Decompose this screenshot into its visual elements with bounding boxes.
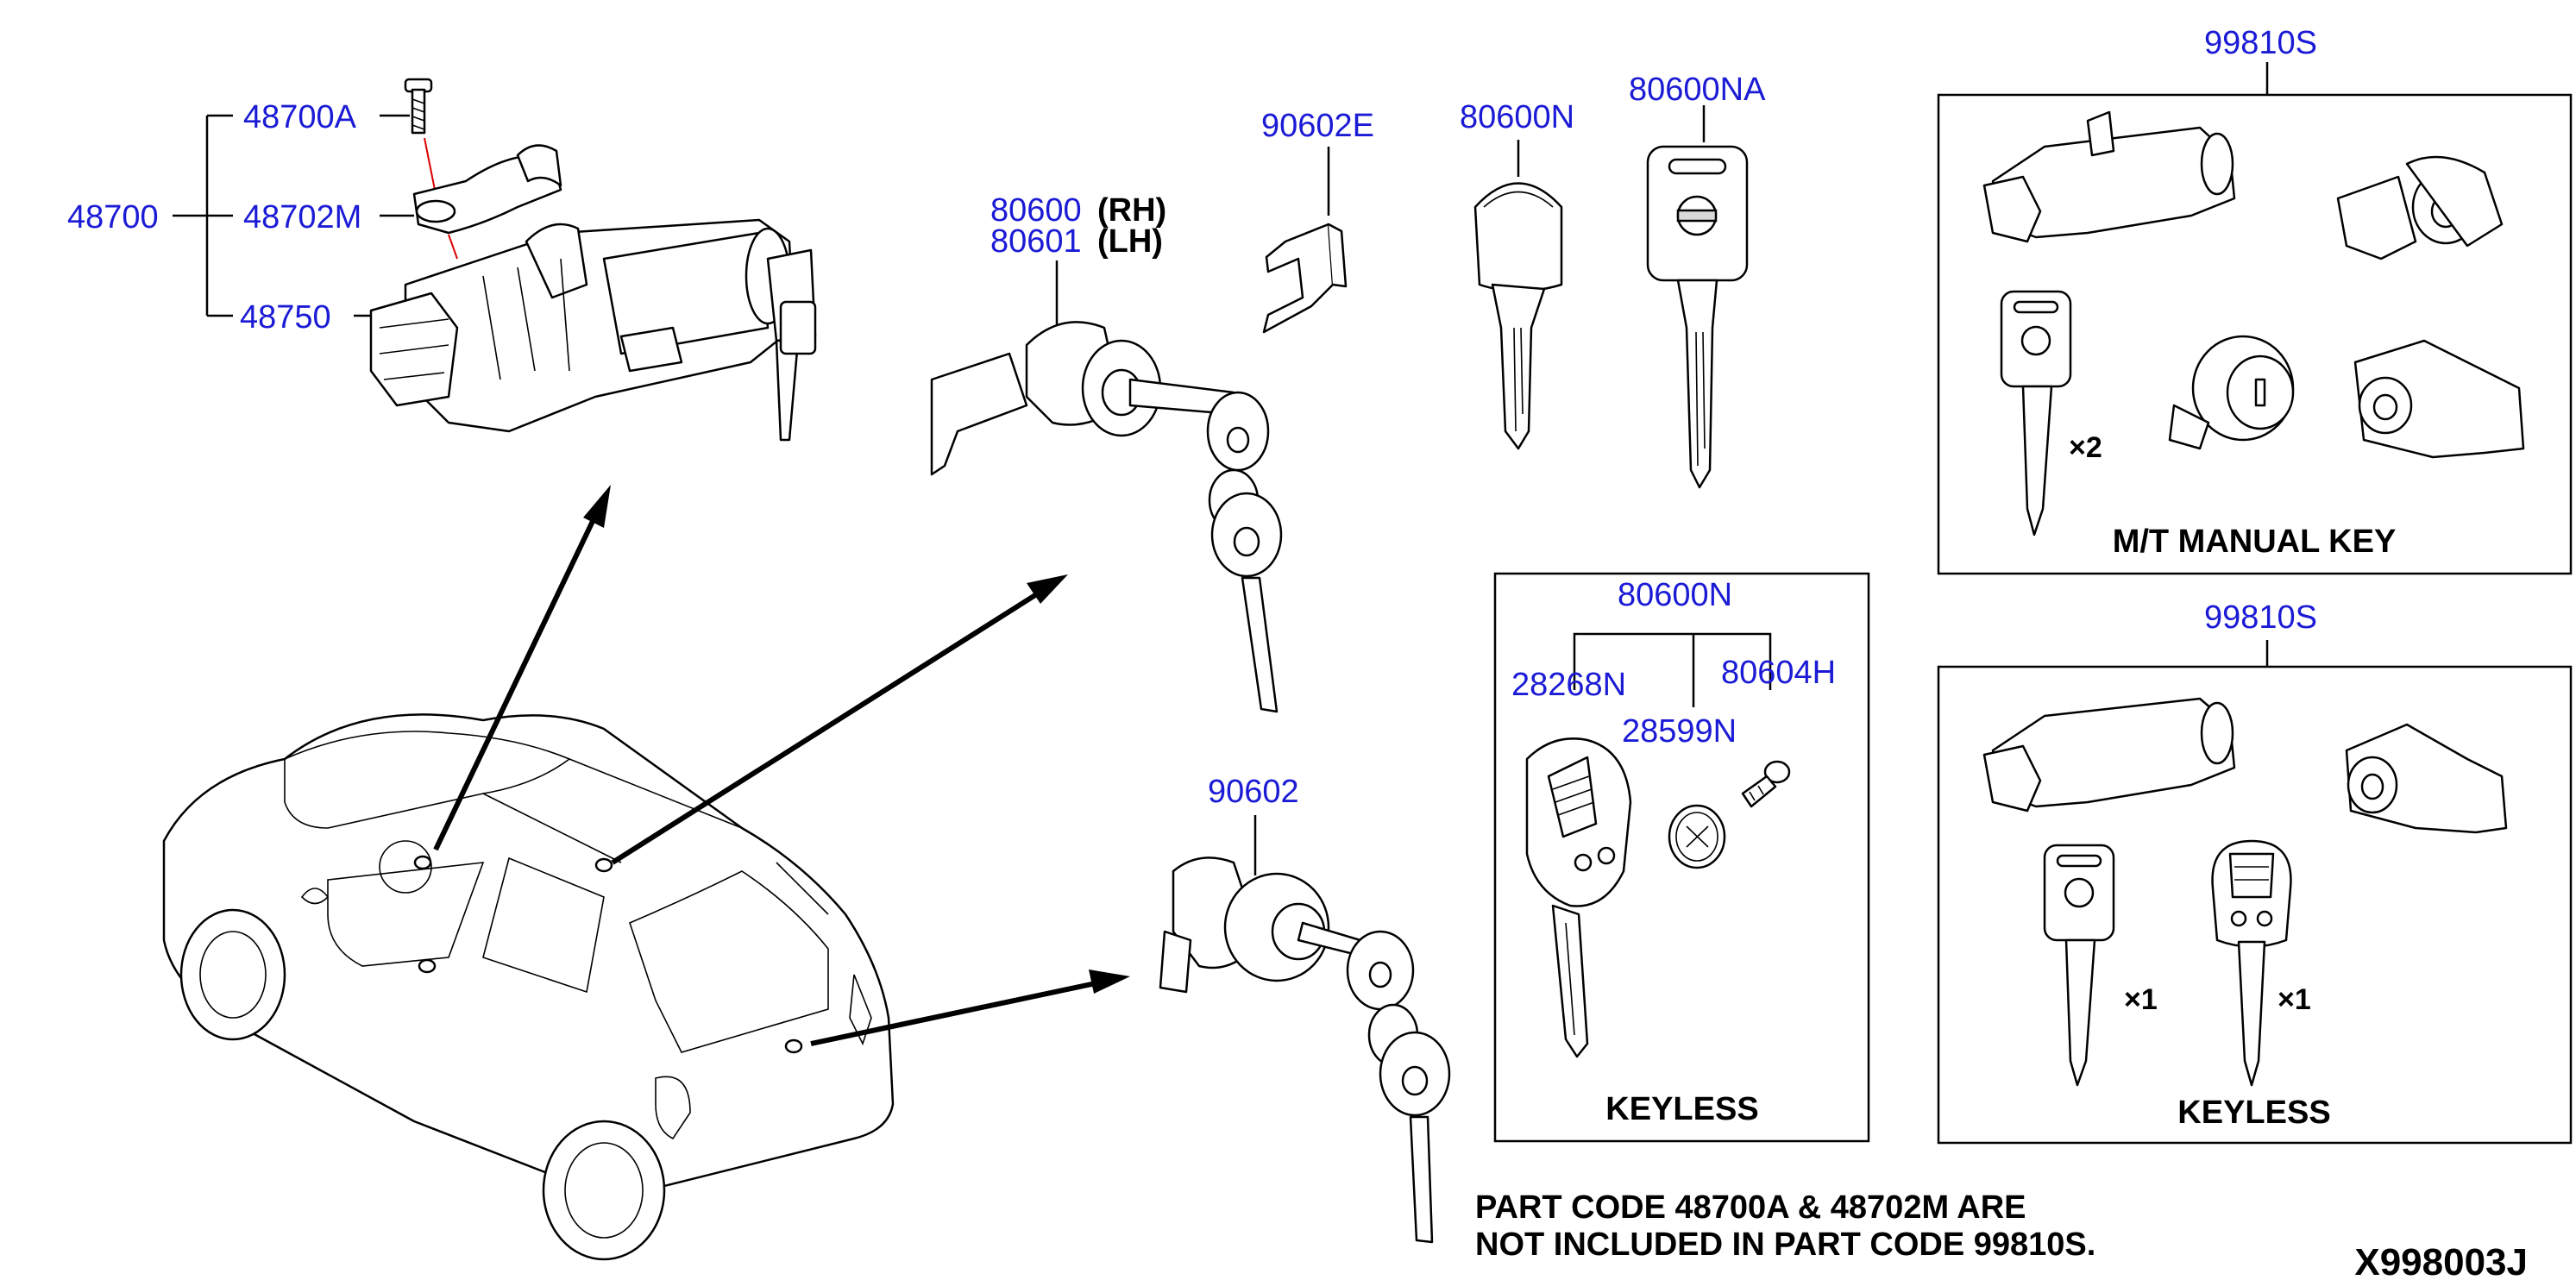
label-90602: 90602 xyxy=(1208,774,1299,810)
ignition-lock-assembly xyxy=(173,78,817,442)
kit-keyless-99810s: ×1 ×1 KEYLESS xyxy=(1937,640,2573,1145)
label-rh: (RH) xyxy=(1097,192,1166,229)
callout-labels: 48700 48700A 48702M 48750 80600 (RH) 806… xyxy=(67,25,2317,810)
label-99810s-bottom: 99810S xyxy=(2204,599,2317,636)
remote-head-28268n-icon xyxy=(1525,737,1632,907)
label-28268n: 28268N xyxy=(1511,667,1626,703)
battery-28599n-icon xyxy=(1668,804,1726,869)
kit-mt-manual-key: ×2 M/T MANUAL KEY xyxy=(1937,62,2573,575)
keyless-caption: KEYLESS xyxy=(1605,1091,1758,1127)
label-28599n: 28599N xyxy=(1622,713,1737,750)
label-48700: 48700 xyxy=(67,199,159,235)
clamp-48702m-icon xyxy=(412,144,562,235)
label-80601: 80601 xyxy=(990,223,1082,260)
label-80600: 80600 xyxy=(990,192,1082,229)
label-80600n-keyless: 80600N xyxy=(1618,577,1732,613)
key-80600n-icon xyxy=(1473,140,1563,450)
label-48750: 48750 xyxy=(240,299,331,336)
qty-x2: ×2 xyxy=(2069,431,2102,464)
label-80600na: 80600NA xyxy=(1629,72,1766,108)
door-lock-80600-icon xyxy=(930,260,1283,713)
kit-keyless-caption: KEYLESS xyxy=(2177,1095,2330,1131)
ignition-lock-body-icon xyxy=(369,218,817,442)
kit-keyless-80600n: KEYLESS xyxy=(1493,572,1870,1143)
notes: PART CODE 48700A & 48702M ARE NOT INCLUD… xyxy=(1475,1189,2528,1280)
vehicle-outline-icon xyxy=(162,713,895,1261)
label-lh: (LH) xyxy=(1097,223,1163,260)
label-90602e: 90602E xyxy=(1261,108,1374,144)
label-80600n-key: 80600N xyxy=(1460,99,1574,135)
label-48700a: 48700A xyxy=(243,99,357,135)
label-99810s-top: 99810S xyxy=(2204,25,2317,61)
bracket-90602e-icon xyxy=(1262,147,1348,334)
key-80600na-icon xyxy=(1646,105,1749,489)
label-48702m: 48702M xyxy=(243,199,361,235)
qty-x1-remote: ×1 xyxy=(2278,983,2311,1016)
bolt-48700a-icon xyxy=(404,78,433,135)
note-line-2: NOT INCLUDED IN PART CODE 99810S. xyxy=(1475,1227,2095,1263)
diagram-id: X998003J xyxy=(2354,1241,2528,1280)
label-80604h: 80604H xyxy=(1721,655,1836,691)
trunk-lock-90602-icon xyxy=(1159,815,1451,1244)
note-line-1: PART CODE 48700A & 48702M ARE xyxy=(1475,1189,2026,1226)
mt-manual-key-caption: M/T MANUAL KEY xyxy=(2113,524,2397,560)
screw-80604h-icon xyxy=(1741,760,1791,808)
qty-x1-key: ×1 xyxy=(2124,983,2158,1016)
location-arrows xyxy=(433,485,1130,1046)
